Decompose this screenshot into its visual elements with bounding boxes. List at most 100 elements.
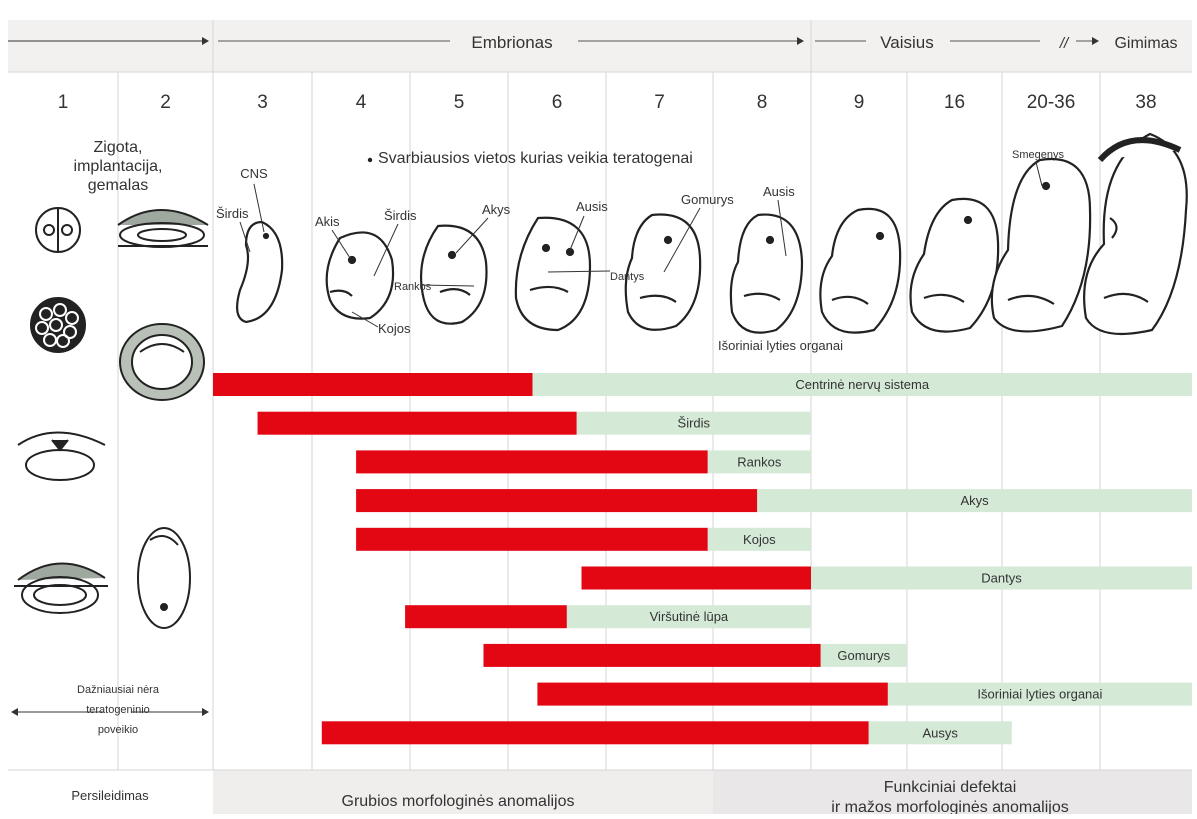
- footer-labels: Persileidimas Grubios morfologinės anoma…: [71, 779, 1068, 816]
- sensitivity-bars: Centrinė nervų sistemaŠirdisRankosAkysKo…: [213, 373, 1192, 745]
- bar-label: Centrinė nervų sistema: [795, 377, 929, 392]
- embryo-week8-illustration: [729, 213, 804, 334]
- header-band: [8, 20, 1192, 72]
- week-number: 6: [552, 92, 563, 113]
- embryo-illustrations: [235, 132, 1188, 336]
- week-number: 8: [757, 92, 768, 113]
- embryo-week3-illustration: [235, 220, 284, 324]
- week-number: 3: [257, 92, 268, 113]
- no-effect-line-2: teratogeninio: [86, 704, 150, 716]
- label-legs-week4: Kojos: [378, 321, 411, 336]
- week-number: 4: [356, 92, 367, 113]
- embryo-week7-illustration: [624, 213, 702, 331]
- bar-label: Akys: [960, 493, 989, 508]
- major-sensitivity-bar: [483, 643, 821, 667]
- no-effect-line-3: poveikio: [98, 724, 138, 736]
- week-number: 9: [854, 92, 865, 113]
- fetus-week9-illustration: [819, 207, 902, 334]
- week-number: 1: [58, 92, 69, 113]
- week-numbers: 1 2 3 4 5 6 7 8 9 16 20-36 38: [58, 92, 1157, 113]
- embryonic-disc-week2-illustration: [117, 209, 209, 248]
- bar-label: Išoriniai lyties organai: [977, 687, 1102, 702]
- minor-sensitivity-bar: [566, 605, 811, 629]
- fetus-week20-36-illustration: [990, 157, 1092, 333]
- footer-minor-line-2: ir mažos morfologinės anomalijos: [831, 799, 1068, 814]
- morula-illustration: [30, 297, 86, 353]
- week-number: 7: [654, 92, 665, 113]
- stage-fetus-label: Vaisius: [880, 33, 934, 52]
- no-effect-label: Dažniausiai nėra teratogeninio poveikio: [11, 684, 209, 736]
- early-stage-illustrations: [14, 207, 209, 629]
- label-ears-week8: Ausis: [763, 184, 795, 199]
- early-label-line-3: gemalas: [88, 177, 148, 194]
- stage-embryo-label: Embrionas: [471, 33, 552, 52]
- minor-sensitivity-bar: [887, 682, 1192, 706]
- stage-birth-label: Gimimas: [1114, 35, 1177, 52]
- label-eyes-week5: Akys: [482, 202, 511, 217]
- week-number: 16: [944, 92, 965, 113]
- footer-major: Grubios morfologinės anomalijos: [342, 793, 575, 810]
- blastocyst-illustration: [17, 431, 106, 481]
- week-number: 5: [454, 92, 465, 113]
- bar-label: Viršutinė lūpa: [650, 609, 729, 624]
- bar-label: Ausys: [922, 725, 958, 740]
- bar-label: Dantys: [981, 571, 1022, 586]
- minor-sensitivity-bar: [811, 566, 1192, 590]
- footer-minor-line-1: Funkciniai defektai: [884, 779, 1017, 796]
- break-mark: //: [1059, 35, 1070, 52]
- zygote-illustration: [35, 207, 81, 253]
- major-sensitivity-bar: [356, 527, 708, 551]
- minor-sensitivity-bar: [707, 450, 811, 474]
- minor-sensitivity-bar: [532, 373, 1192, 396]
- bar-label: Gomurys: [837, 648, 890, 663]
- week-number: 2: [160, 92, 171, 113]
- major-sensitivity-bar: [213, 373, 533, 396]
- early-label-line-1: Zigota,: [94, 139, 143, 156]
- major-sensitivity-bar: [257, 411, 577, 435]
- label-genitals-week8: Išoriniai lyties organai: [718, 338, 843, 353]
- label-teeth-week7: Dantys: [610, 271, 645, 283]
- label-eye-week4: Akis: [315, 214, 340, 229]
- embryo-week5-illustration: [420, 224, 488, 325]
- embryo-week4-illustration: [325, 231, 395, 320]
- fetus-week38-illustration: [1083, 132, 1188, 336]
- major-sensitivity-bar: [321, 721, 869, 745]
- label-cns: CNS: [240, 166, 268, 181]
- minor-sensitivity-bar: [707, 527, 811, 551]
- bullet-dot: [367, 157, 373, 163]
- week-number: 20-36: [1027, 92, 1076, 113]
- label-brain-week20: Smegenys: [1012, 149, 1064, 161]
- week-number: 38: [1135, 92, 1156, 113]
- early-label-line-2: implantacija,: [74, 158, 163, 175]
- major-sensitivity-bar: [537, 682, 888, 706]
- minor-sensitivity-bar: [576, 411, 811, 435]
- minor-sensitivity-bar: [757, 489, 1192, 513]
- bar-label: Kojos: [743, 532, 776, 547]
- label-arms-week4: Rankos: [394, 281, 432, 293]
- major-sensitivity-bar: [356, 450, 708, 474]
- footer-minor-band: [713, 770, 1192, 814]
- label-heart-week4: Širdis: [384, 208, 417, 223]
- major-sensitivity-bar: [581, 566, 811, 590]
- teratogen-sites-label: Svarbiausios vietos kurias veikia terato…: [378, 150, 693, 167]
- footer-early: Persileidimas: [71, 788, 149, 803]
- embryo-annotations: CNS Širdis Akis Širdis Rankos Kojos Akys…: [216, 149, 1064, 353]
- implantation-illustration: [14, 562, 108, 614]
- fetus-week16-illustration: [909, 197, 1000, 333]
- stage-header: Embrionas Vaisius // Gimimas: [8, 33, 1178, 52]
- major-sensitivity-bar: [356, 489, 758, 513]
- label-ears-week6: Ausis: [576, 199, 608, 214]
- embryo-elongated-week2-illustration: [137, 527, 191, 629]
- early-stage-label: Zigota, implantacija, gemalas: [74, 139, 163, 194]
- no-effect-line-1: Dažniausiai nėra: [77, 684, 160, 696]
- label-heart-week3: Širdis: [216, 206, 249, 221]
- embryo-week6-illustration: [514, 216, 592, 332]
- minor-sensitivity-bar: [868, 721, 1012, 745]
- major-sensitivity-bar: [405, 605, 567, 629]
- chorion-week2-illustration: [119, 323, 205, 401]
- bar-label: Širdis: [678, 416, 711, 431]
- bar-label: Rankos: [737, 454, 782, 469]
- minor-sensitivity-bar: [820, 643, 907, 667]
